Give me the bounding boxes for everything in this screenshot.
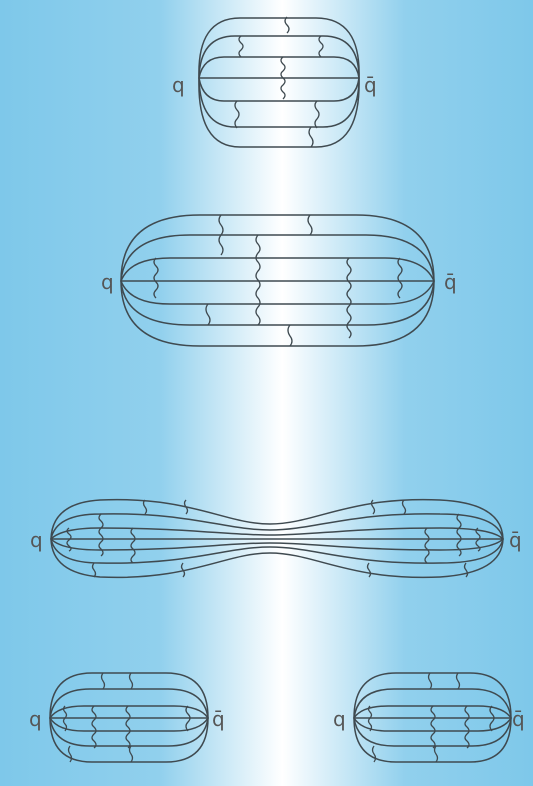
quark-label: q	[101, 270, 114, 294]
antiquark-label: q̄	[509, 528, 522, 552]
antiquark-label: q̄	[212, 707, 225, 731]
quark-label: q	[333, 707, 346, 731]
antiquark-label: q̄	[512, 707, 525, 731]
quark-label: q	[29, 707, 42, 731]
quark-label: q	[30, 528, 43, 552]
antiquark-label: q̄	[364, 73, 377, 97]
quark-label: q	[172, 73, 185, 97]
antiquark-label: q̄	[444, 270, 457, 294]
